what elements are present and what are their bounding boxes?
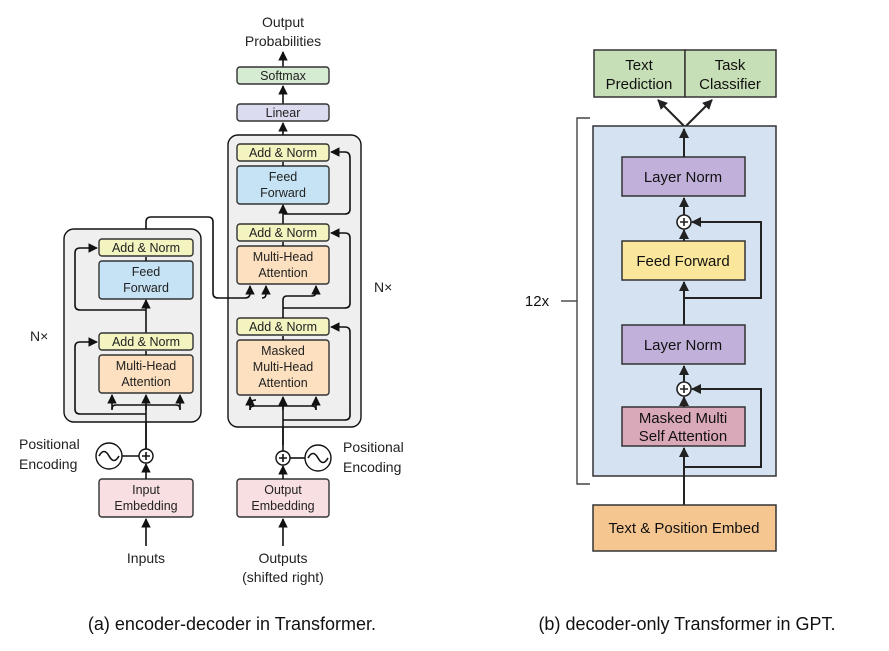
encoder-mha-label-1: Multi-Head bbox=[116, 359, 176, 373]
feed-forward-box bbox=[621, 240, 746, 281]
encoder-add-norm-1 bbox=[98, 332, 194, 351]
input-embedding-label-2: Embedding bbox=[114, 499, 177, 513]
softmax-box bbox=[236, 66, 330, 85]
encoder-positional-label-2: Encoding bbox=[19, 456, 77, 472]
softmax-label: Softmax bbox=[260, 69, 307, 83]
decoder-ff-label-1: Feed bbox=[269, 170, 298, 184]
caption-b: (b) decoder-only Transformer in GPT. bbox=[538, 614, 835, 634]
task-classifier-box bbox=[684, 49, 777, 98]
encoder-ff-label-2: Forward bbox=[123, 281, 169, 295]
input-embedding-label-1: Input bbox=[132, 483, 160, 497]
text-prediction-label-1: Text bbox=[625, 57, 653, 74]
encoder-add-norm-2-label: Add & Norm bbox=[112, 241, 180, 255]
repeat-label: 12x bbox=[525, 293, 550, 310]
outputs-label-1: Outputs bbox=[258, 550, 307, 566]
transformer-diagram: Output Probabilities Softmax Linear Add … bbox=[19, 14, 404, 585]
text-prediction-box bbox=[593, 49, 686, 98]
encoder-add-norm-2 bbox=[98, 238, 194, 257]
text-prediction-label-2: Prediction bbox=[606, 76, 673, 93]
decoder-masked-label-1: Masked bbox=[261, 344, 305, 358]
masked-self-attention-box bbox=[621, 406, 746, 447]
text-position-embed-label: Text & Position Embed bbox=[609, 520, 760, 537]
layer-norm-bottom-label: Layer Norm bbox=[644, 337, 722, 354]
outputs-label-2: (shifted right) bbox=[242, 569, 324, 585]
inputs-label: Inputs bbox=[127, 550, 165, 566]
caption-a: (a) encoder-decoder in Transformer. bbox=[88, 614, 376, 634]
decoder-add-norm-1-label: Add & Norm bbox=[249, 320, 317, 334]
encoder-positional-label-1: Positional bbox=[19, 436, 80, 452]
decoder-positional-label-1: Positional bbox=[343, 439, 404, 455]
linear-label: Linear bbox=[266, 106, 301, 120]
encoder-add-norm-1-label: Add & Norm bbox=[112, 335, 180, 349]
output-embedding-label-1: Output bbox=[264, 483, 302, 497]
decoder-masked-label-2: Multi-Head bbox=[253, 360, 313, 374]
text-position-embed-box bbox=[592, 504, 777, 552]
decoder-ff-label-2: Forward bbox=[260, 186, 306, 200]
encoder-nx-label: N× bbox=[30, 328, 48, 344]
encoder-ff-label-1: Feed bbox=[132, 265, 161, 279]
layer-norm-top-label: Layer Norm bbox=[644, 169, 722, 186]
decoder-mha-label-2: Attention bbox=[258, 266, 307, 280]
decoder-add-norm-2 bbox=[236, 223, 330, 242]
layer-norm-bottom bbox=[621, 324, 746, 365]
linear-box bbox=[236, 103, 330, 122]
decoder-masked-label-3: Attention bbox=[258, 376, 307, 390]
output-probabilities-label-1: Output bbox=[262, 14, 304, 30]
output-embedding-label-2: Embedding bbox=[251, 499, 314, 513]
decoder-add-norm-2-label: Add & Norm bbox=[249, 226, 317, 240]
decoder-nx-label: N× bbox=[374, 279, 392, 295]
decoder-add-norm-3-label: Add & Norm bbox=[249, 146, 317, 160]
task-classifier-label-1: Task bbox=[715, 57, 746, 74]
masked-attn-label-2: Self Attention bbox=[639, 428, 727, 445]
output-probabilities-label-2: Probabilities bbox=[245, 33, 321, 49]
gpt-diagram: Text Prediction Task Classifier 12x Laye… bbox=[525, 49, 777, 552]
decoder-add-norm-3 bbox=[236, 143, 330, 162]
repeat-bracket bbox=[576, 117, 590, 485]
masked-attn-label-1: Masked Multi bbox=[639, 410, 727, 427]
decoder-positional-label-2: Encoding bbox=[343, 459, 401, 475]
encoder-mha-label-2: Attention bbox=[121, 375, 170, 389]
task-classifier-label-2: Classifier bbox=[699, 76, 761, 93]
decoder-mha-label-1: Multi-Head bbox=[253, 250, 313, 264]
feed-forward-label: Feed Forward bbox=[636, 253, 729, 270]
